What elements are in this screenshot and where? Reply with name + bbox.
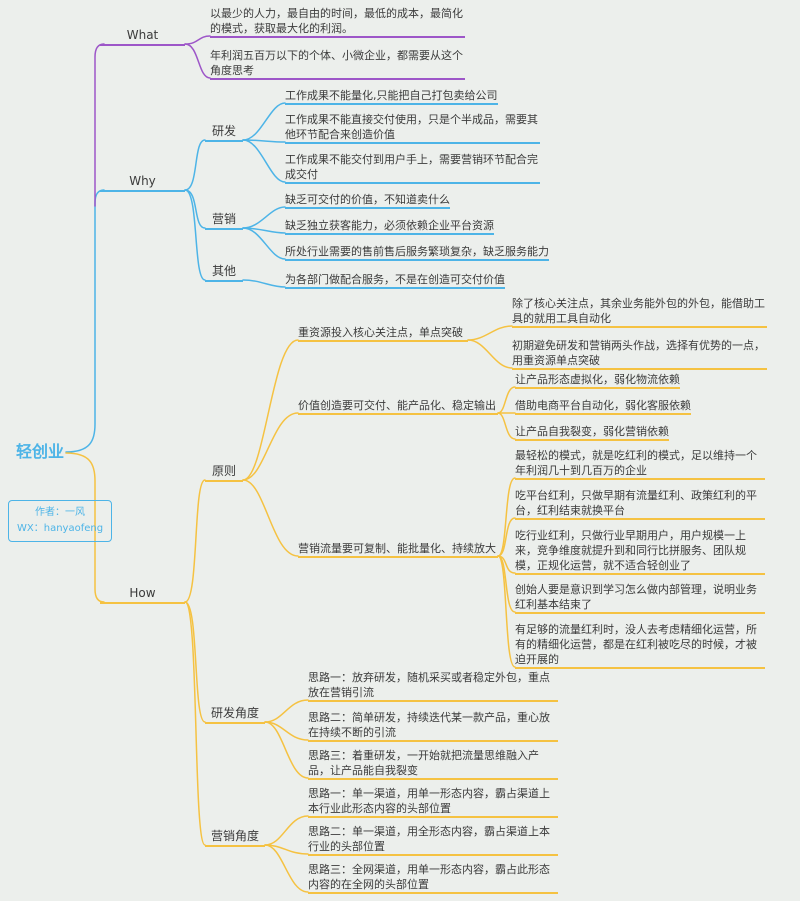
principle-topic-2-sub-3[interactable]: 创始人要是意识到学习怎么做内部管理，说明业务红利基本结束了: [515, 582, 765, 614]
principle-topic-0[interactable]: 重资源投入核心关注点，单点突破: [298, 325, 468, 342]
mkt-angle-topic-0[interactable]: 思路一：单一渠道，用单一形态内容，霸占渠道上本行业此形态内容的头部位置: [308, 786, 558, 818]
principle-topic-2[interactable]: 营销流量要可复制、能批量化、持续放大: [298, 541, 498, 558]
how-group-principles[interactable]: 原则: [205, 462, 243, 482]
why-mkt-child-1[interactable]: 缺乏独立获客能力，必须依赖企业平台资源: [285, 218, 494, 235]
why-other-child-0[interactable]: 为各部门做配合服务，不是在创造可交付价值: [285, 272, 505, 289]
principle-topic-2-sub-0[interactable]: 最轻松的模式，就是吃红利的模式，足以维持一个年利润几十到几百万的企业: [515, 448, 765, 480]
why-mkt-child-0[interactable]: 缺乏可交付的价值，不知道卖什么: [285, 192, 450, 209]
principle-topic-0-sub-0[interactable]: 除了核心关注点，其余业务能外包的外包，能借助工具的就用工具自动化: [512, 296, 767, 328]
what-child-1[interactable]: 年利润五百万以下的个体、小微企业，都需要从这个角度思考: [210, 48, 465, 80]
mkt-angle-topic-2[interactable]: 思路三：全网渠道，用单一形态内容，霸占此形态内容的在全网的头部位置: [308, 862, 558, 894]
branch-why[interactable]: Why: [100, 172, 185, 192]
principle-topic-1[interactable]: 价值创造要可交付、能产品化、稳定输出: [298, 398, 498, 415]
why-group-other[interactable]: 其他: [205, 262, 243, 282]
principle-topic-0-sub-1[interactable]: 初期避免研发和营销两头作战，选择有优势的一点，用重资源单点突破: [512, 338, 767, 370]
rd-angle-topic-0[interactable]: 思路一：放弃研发，随机采买或者稳定外包，重点放在营销引流: [308, 670, 558, 702]
why-mkt-child-2[interactable]: 所处行业需要的售前售后服务繁琐复杂，缺乏服务能力: [285, 244, 549, 261]
how-group-rd-angle[interactable]: 研发角度: [205, 704, 265, 724]
principle-topic-2-sub-4[interactable]: 有足够的流量红利时，没人去考虑精细化运营，所有的精细化运营，都是在红利被吃尽的时…: [515, 622, 765, 669]
principle-topic-1-sub-2[interactable]: 让产品自我裂变，弱化营销依赖: [515, 424, 669, 441]
rd-angle-topic-1[interactable]: 思路二：简单研发，持续迭代某一款产品，重心放在持续不断的引流: [308, 710, 558, 742]
mkt-angle-topic-1[interactable]: 思路二：单一渠道，用全形态内容，霸占渠道上本行业的头部位置: [308, 824, 558, 856]
principle-topic-2-sub-1[interactable]: 吃平台红利，只做早期有流量红利、政策红利的平台，红利结束就换平台: [515, 488, 765, 520]
author-wechat: WX：hanyaofeng: [17, 523, 104, 534]
what-child-0[interactable]: 以最少的人力，最自由的时间，最低的成本，最简化的模式，获取最大化的利润。: [210, 6, 465, 38]
branch-how[interactable]: How: [100, 584, 185, 604]
why-group-marketing[interactable]: 营销: [205, 210, 243, 230]
author-box: 作者：一风 WX：hanyaofeng: [8, 500, 113, 542]
principle-topic-1-sub-1[interactable]: 借助电商平台自动化，弱化客服依赖: [515, 398, 691, 415]
author-name: 作者：一风: [35, 507, 86, 518]
why-group-rd[interactable]: 研发: [205, 122, 243, 142]
why-rd-child-2[interactable]: 工作成果不能交付到用户手上，需要营销环节配合完成交付: [285, 152, 540, 184]
principle-topic-2-sub-2[interactable]: 吃行业红利，只做行业早期用户，用户规模一上来，竞争维度就提升到和同行比拼服务、团…: [515, 528, 765, 575]
why-rd-child-0[interactable]: 工作成果不能量化,只能把自己打包卖给公司: [285, 88, 498, 105]
why-branch-connectors: [65, 102, 286, 453]
how-branch-connectors: [65, 325, 516, 893]
principle-topic-1-sub-0[interactable]: 让产品形态虚拟化，弱化物流依赖: [515, 372, 680, 389]
rd-angle-topic-2[interactable]: 思路三：着重研发，一开始就把流量思维融入产品，让产品能自我裂变: [308, 748, 558, 780]
how-group-marketing-angle[interactable]: 营销角度: [205, 827, 265, 847]
root-topic[interactable]: 轻创业: [16, 442, 65, 461]
branch-what[interactable]: What: [100, 26, 185, 46]
why-rd-child-1[interactable]: 工作成果不能直接交付使用，只是个半成品，需要其他环节配合来创造价值: [285, 112, 540, 144]
